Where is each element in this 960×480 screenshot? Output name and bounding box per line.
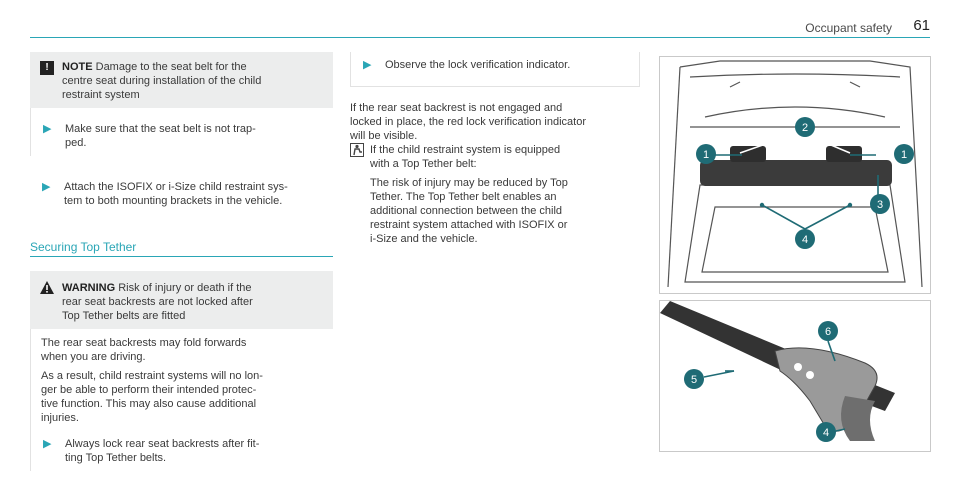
note-box: ! NOTE Damage to the seat belt for the c… [30, 52, 333, 156]
callout-3: 3 [870, 194, 890, 214]
warning-body: The rear seat backrests may fold forward… [30, 329, 333, 471]
child-p-line4: restraint system attached with ISOFIX or [370, 219, 568, 231]
callout-1-left: 1 [696, 144, 716, 164]
arrow-icon: ▶ [43, 438, 52, 450]
warning-line2: rear seat backrests are not locked after [62, 296, 253, 308]
warning-line3: Top Tether belts are fitted [62, 310, 186, 322]
warning-triangle-icon [40, 281, 54, 323]
callout-4-top-label: 4 [802, 234, 808, 246]
child-p-line3: additional connection between the child [370, 205, 563, 217]
warning-box: WARNING Risk of injury or death if the r… [30, 271, 333, 471]
note-label: NOTE [62, 61, 93, 73]
callout-6: 6 [818, 321, 838, 341]
observe-step: ▶ Observe the lock verification indicato… [351, 52, 639, 86]
header-rule [30, 37, 930, 38]
callout-5-label: 5 [691, 374, 697, 386]
warning-step-line1: Always lock rear seat backrests after fi… [65, 438, 260, 450]
middle-column: ▶ Observe the lock verification indicato… [350, 52, 640, 246]
attach-line2: tem to both mounting brackets in the veh… [64, 195, 283, 207]
note-line1: Damage to the seat belt for the [95, 61, 247, 73]
child-seat-icon [350, 143, 364, 246]
child-line2: with a Top Tether belt: [370, 158, 477, 170]
note-text: NOTE Damage to the seat belt for the cen… [62, 60, 261, 102]
child-p-line1: The risk of injury may be reduced by Top [370, 177, 568, 189]
warning-step: ▶ Always lock rear seat backrests after … [31, 425, 333, 471]
callout-1-right-label: 1 [901, 149, 907, 161]
warning-p1-line2: when you are driving. [41, 351, 146, 363]
warning-label: WARNING [62, 282, 116, 294]
warning-p2-line2: ger be able to perform their intended pr… [41, 384, 257, 396]
section-title: Securing Top Tether [30, 240, 333, 257]
page-header: Occupant safety 61 [30, 14, 930, 38]
callout-2-label: 2 [802, 122, 808, 134]
warning-p1-line1: The rear seat backrests may fold forward… [41, 337, 247, 349]
child-p-line5: i-Size and the vehicle. [370, 233, 478, 245]
body-paragraph: If the rear seat backrest is not engaged… [350, 101, 640, 143]
page-number: 61 [913, 17, 930, 34]
header-title: Occupant safety [805, 21, 892, 35]
top-tether-illustration: 6 5 4 [659, 300, 931, 452]
observe-text: Observe the lock verification indicator. [385, 59, 571, 71]
warning-header: WARNING Risk of injury or death if the r… [30, 271, 333, 329]
note-line2: centre seat during installation of the c… [62, 75, 262, 87]
warning-para2: As a result, child restraint systems wil… [31, 369, 333, 425]
child-paragraph: The risk of injury may be reduced by Top… [370, 176, 568, 246]
child-p-line2: Tether. The Top Tether belt enables an [370, 191, 557, 203]
warning-para1: The rear seat backrests may fold forward… [31, 336, 333, 364]
attach-step: ▶ Attach the ISOFIX or i-Size child rest… [30, 180, 333, 208]
warning-step-line2: ting Top Tether belts. [65, 452, 167, 464]
callout-4-top: 4 [795, 229, 815, 249]
callout-1-right: 1 [894, 144, 914, 164]
attach-line1: Attach the ISOFIX or i-Size child restra… [64, 181, 288, 193]
note-line3: restraint system [62, 89, 140, 101]
callout-4-bottom: 4 [816, 422, 836, 442]
arrow-icon: ▶ [42, 181, 51, 193]
note-step: ▶ Make sure that the seat belt is not tr… [30, 108, 333, 156]
note-header: ! NOTE Damage to the seat belt for the c… [30, 52, 333, 108]
observe-box: ▶ Observe the lock verification indicato… [350, 52, 640, 87]
arrow-icon: ▶ [363, 59, 372, 71]
note-step-line1: Make sure that the seat belt is not trap… [65, 123, 256, 135]
body-line1: If the rear seat backrest is not engaged… [350, 102, 563, 114]
callout-5: 5 [684, 369, 704, 389]
note-step-line2: ped. [65, 137, 87, 149]
callout-6-label: 6 [825, 326, 831, 338]
warning-p2-line1: As a result, child restraint systems wil… [41, 370, 263, 382]
left-column: ! NOTE Damage to the seat belt for the c… [30, 52, 333, 471]
arrow-icon: ▶ [43, 123, 52, 135]
body-line3: will be visible. [350, 130, 418, 142]
callout-3-label: 3 [877, 199, 883, 211]
child-line1: If the child restraint system is equippe… [370, 144, 561, 156]
callout-2: 2 [795, 117, 815, 137]
child-note: If the child restraint system is equippe… [350, 143, 640, 246]
warning-line1: Risk of injury or death if the [118, 282, 252, 294]
warning-p2-line4: injuries. [41, 412, 79, 424]
warning-p2-line3: tive function. This may also cause addit… [41, 398, 257, 410]
body-line2: locked in place, the red lock verificati… [350, 116, 587, 128]
exclamation-icon: ! [40, 61, 54, 75]
luggage-compartment-illustration: 1 2 1 3 4 [659, 56, 931, 294]
callout-4-bottom-label: 4 [823, 427, 829, 439]
callout-1-left-label: 1 [703, 149, 709, 161]
